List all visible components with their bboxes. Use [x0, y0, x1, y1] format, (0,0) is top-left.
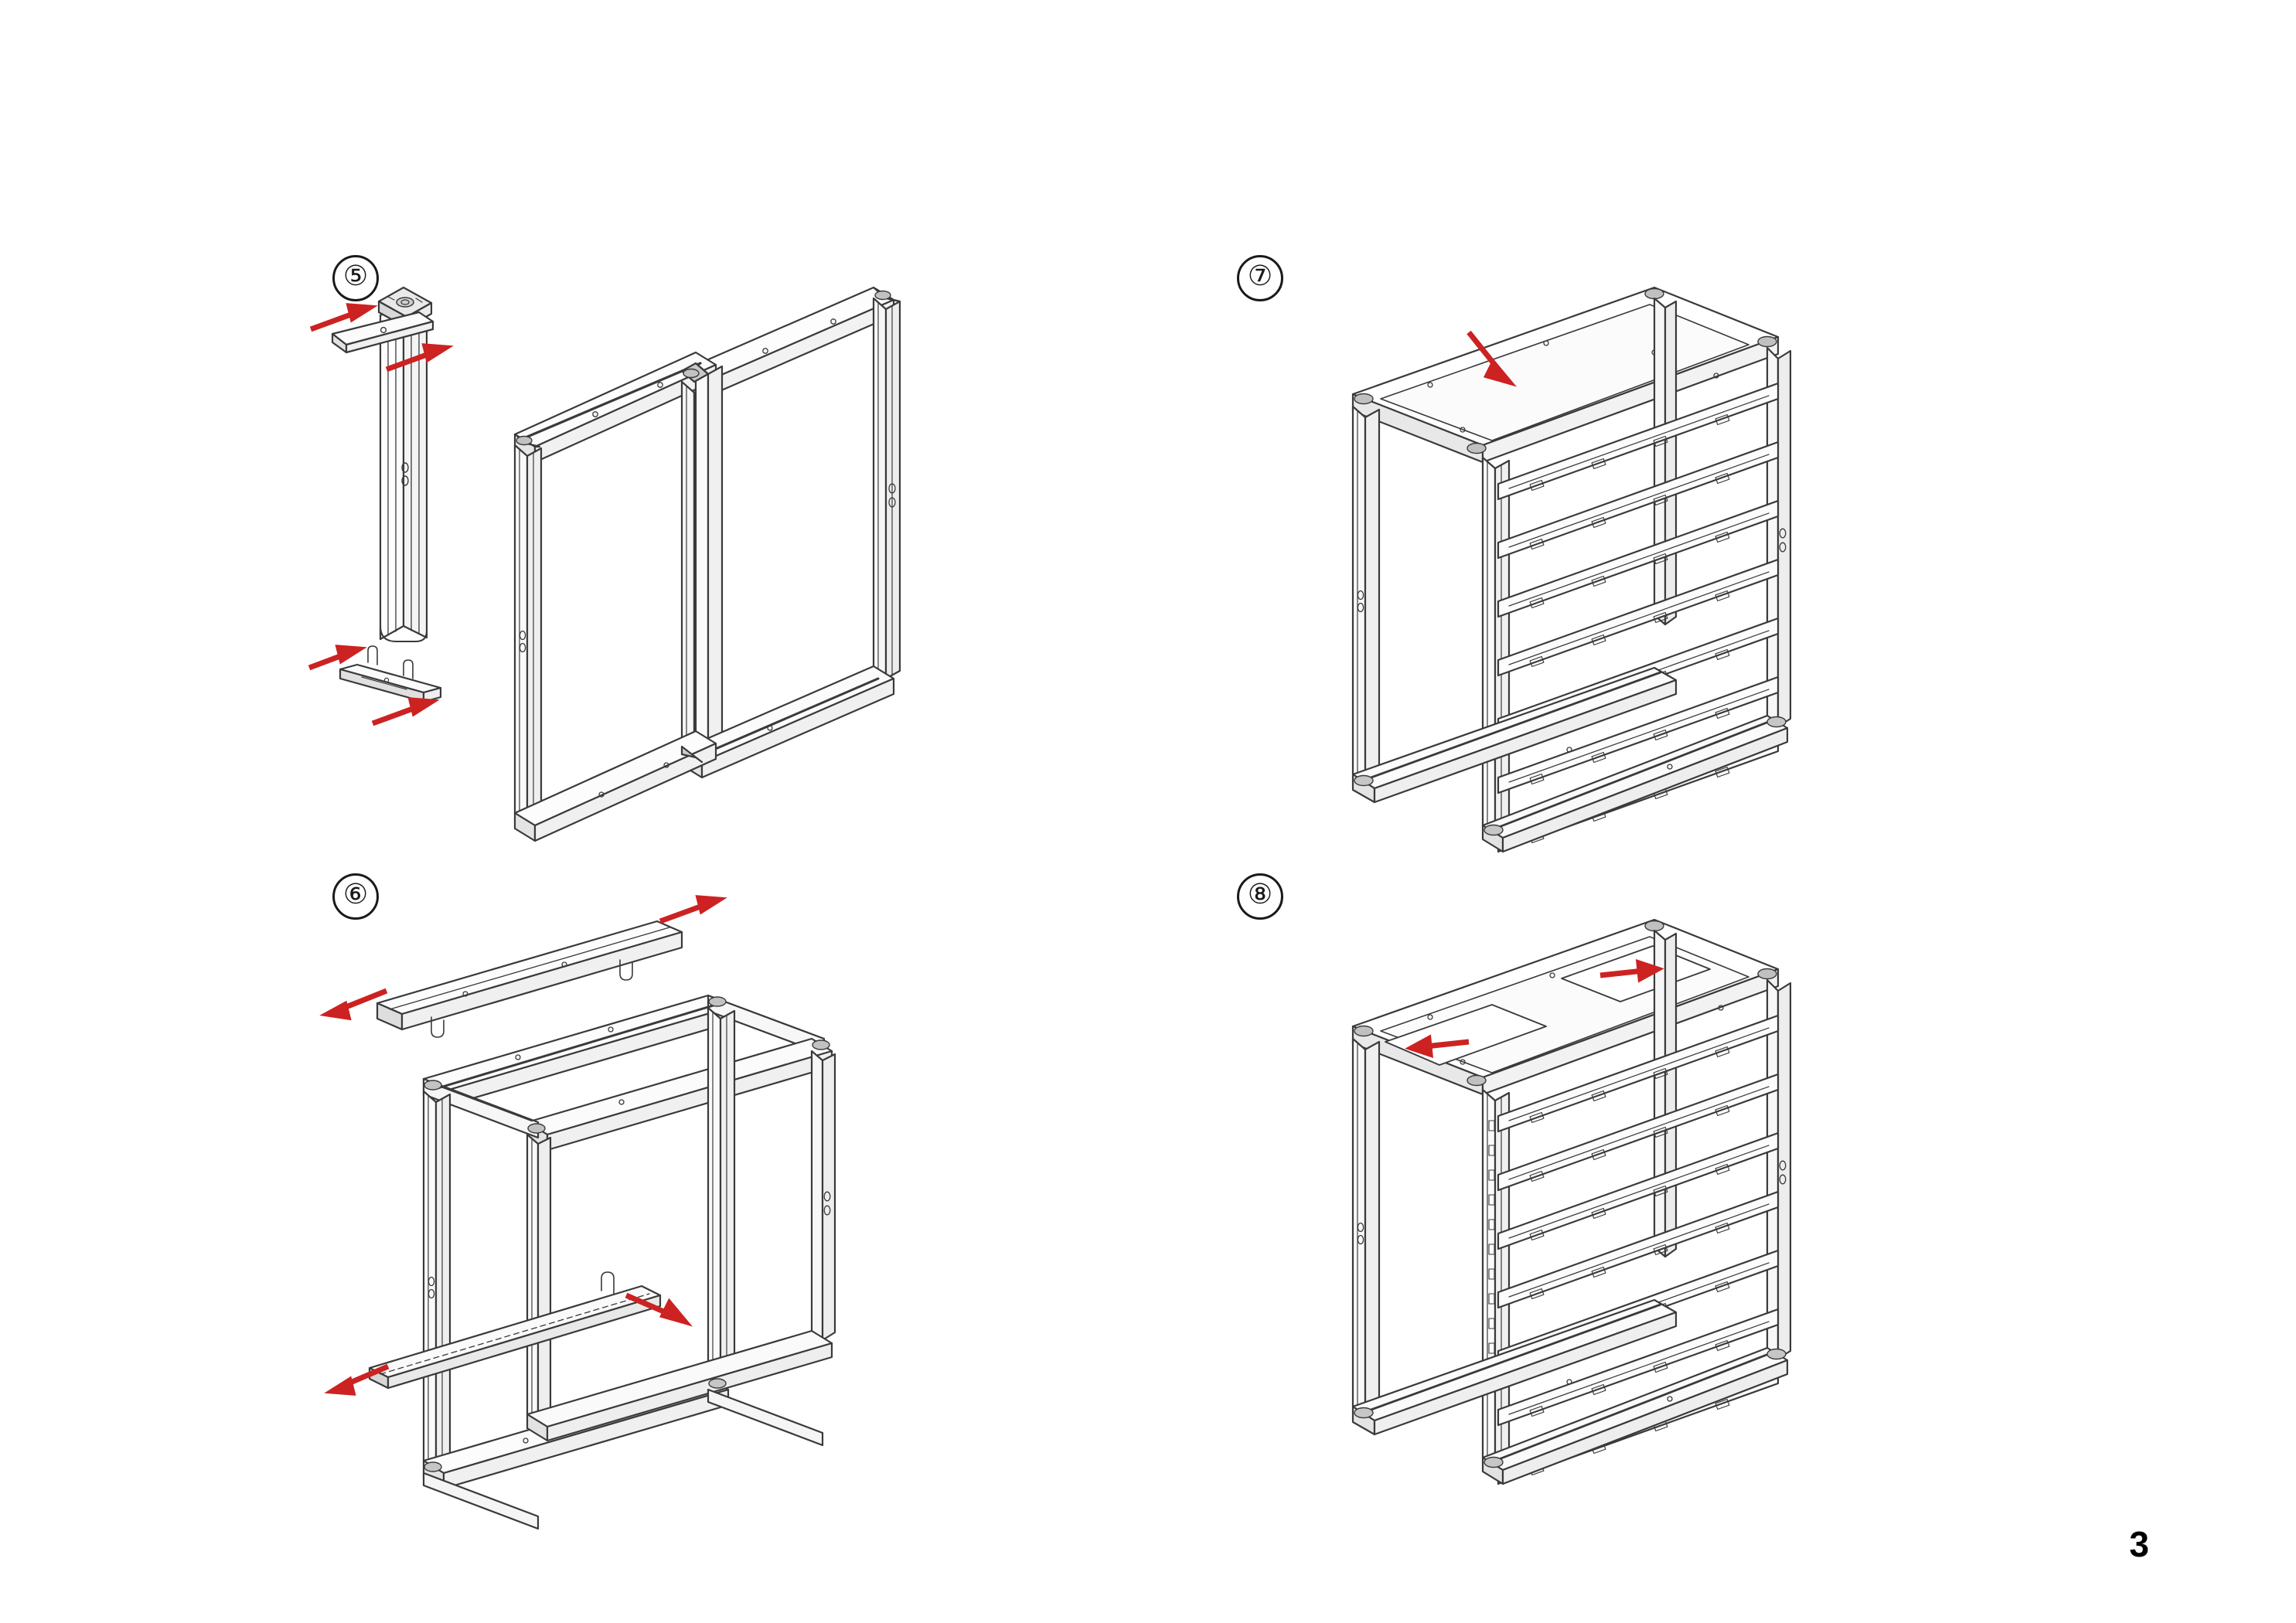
arrow-top-panel-seat: [1467, 330, 1517, 387]
step-8-figure: [1351, 918, 1792, 1485]
arrow-top-bracket-insert: [309, 303, 378, 332]
step-8-arrows: [1405, 958, 1664, 1059]
step-number-badge-8: ⑧: [1237, 873, 1283, 920]
arrow-post-top-lock: [385, 343, 454, 373]
arrow-bottom-rail-left: [324, 1363, 390, 1396]
bottom-cross-rail-installed: [368, 1271, 662, 1390]
cabinet-top-frame: [1351, 918, 1780, 1096]
step-panel-6: ⑥: [319, 873, 1221, 1546]
step-number-badge-7: ⑦: [1237, 255, 1283, 301]
arrow-bottom-bracket-lock: [371, 697, 440, 726]
step-number-badge-5: ⑤: [332, 255, 379, 301]
cabinet-bottom-frame: [1351, 1298, 1789, 1485]
arrow-top-cover-right: [1599, 958, 1664, 983]
step-6-arrows: [319, 895, 727, 1396]
step-5-arrows: [308, 303, 454, 726]
cabinet-bottom-frame: [1351, 666, 1789, 853]
arrow-bottom-rail-right: [625, 1292, 693, 1327]
step-panel-7: ⑦: [1237, 255, 2180, 904]
arrow-top-rail-right: [659, 895, 727, 924]
step-7-arrows: [1467, 330, 1517, 387]
arrow-bottom-bracket-insert: [308, 645, 367, 671]
step-panel-8: ⑧: [1237, 873, 2180, 1546]
arrow-top-rail-left: [319, 988, 388, 1021]
step-6-figure: [319, 895, 836, 1530]
assembled-box-frame: [422, 994, 836, 1530]
page-number: 3: [2129, 1524, 2149, 1564]
step-5-figure: [308, 286, 901, 842]
arrow-top-cover-left: [1405, 1034, 1470, 1059]
vertical-post-part: [379, 301, 428, 642]
assembled-side-frame: [513, 286, 901, 842]
top-bracket-plate-part: [331, 311, 434, 354]
step-7-figure: [1351, 286, 1792, 853]
step-panel-5: ⑤: [308, 255, 1221, 904]
step-number-badge-6: ⑥: [332, 873, 379, 920]
top-cross-rail-part: [376, 920, 683, 1038]
cabinet-top-frame: [1351, 286, 1780, 464]
